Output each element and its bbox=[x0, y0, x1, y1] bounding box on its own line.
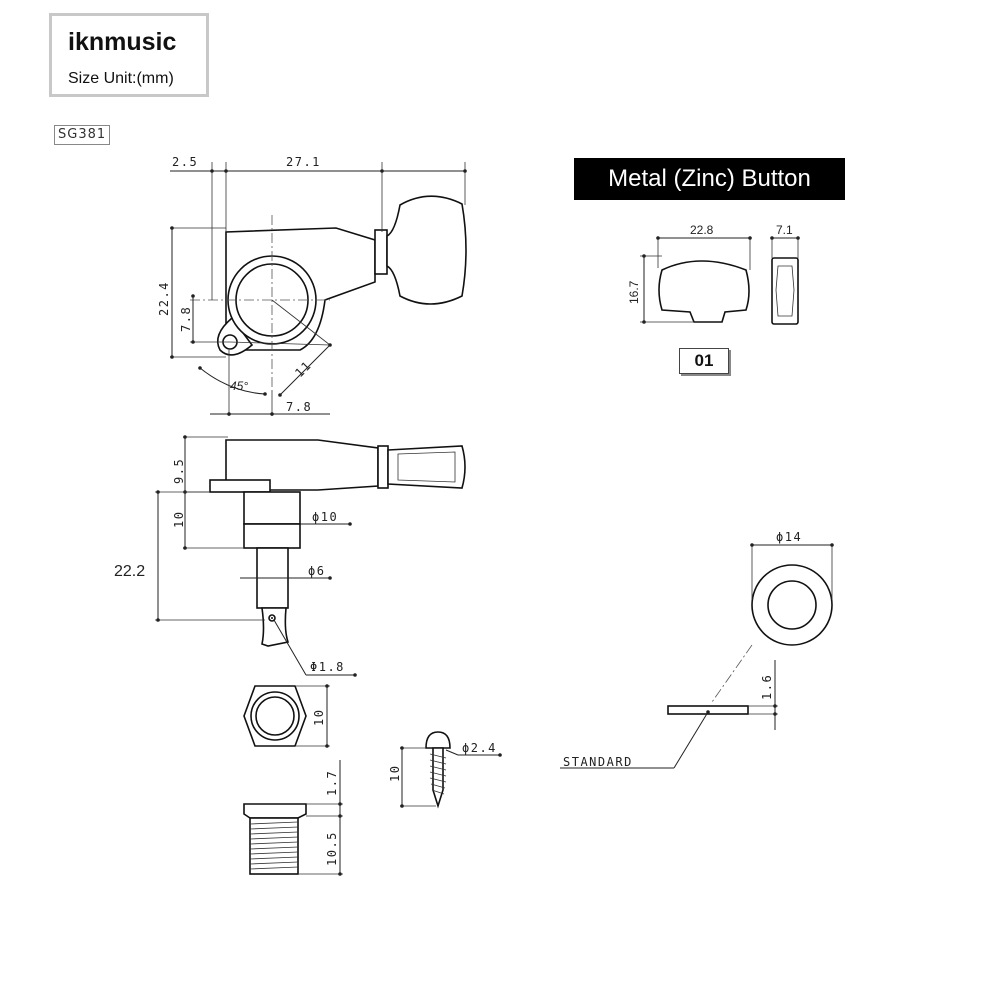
hex-nut-top-view: 10 bbox=[243, 684, 330, 748]
dim-screw-length: 10 bbox=[388, 765, 402, 782]
dim-bottom-offset: 7.8 bbox=[286, 400, 312, 414]
hex-nut-side-view: 1.7 10.5 bbox=[243, 760, 343, 876]
dim-shaft-diameter: ϕ6 bbox=[308, 564, 325, 578]
model-label: SG381 bbox=[54, 125, 111, 145]
dim-side-height: 9.5 bbox=[172, 458, 186, 484]
metal-button-front: 22.8 16.7 bbox=[627, 223, 752, 324]
dim-nut-thread: 10.5 bbox=[325, 831, 339, 866]
washer-standard-label: STANDARD bbox=[563, 755, 633, 769]
dim-nut-flange: 1.7 bbox=[325, 770, 339, 796]
button-option-label: 01 bbox=[679, 348, 729, 374]
washer-side-view: 1.6 STANDARD bbox=[560, 644, 778, 769]
side-view-dimensions: 9.5 10 22.2 ϕ10 ϕ6 Φ1.8 bbox=[114, 435, 357, 677]
dim-button-height: 16.7 bbox=[627, 280, 641, 304]
tuner-top-view bbox=[190, 195, 467, 390]
dim-bushing-height: 10 bbox=[172, 511, 186, 528]
size-unit: Size Unit:(mm) bbox=[68, 70, 174, 87]
dim-hole-diameter: Φ1.8 bbox=[310, 660, 345, 674]
screw-view: 10 ϕ2.4 bbox=[388, 731, 502, 809]
dim-post-diameter: ϕ10 bbox=[312, 510, 338, 524]
brand-box: iknmusic Size Unit:(mm) bbox=[49, 13, 209, 97]
dim-angle: 45° bbox=[230, 379, 248, 393]
tuner-side-view bbox=[209, 439, 466, 647]
dim-body-height: 22.4 bbox=[157, 281, 171, 316]
button-title: Metal (Zinc) Button bbox=[574, 158, 845, 200]
dim-top-offset: 2.5 bbox=[172, 155, 198, 169]
dim-nut-width: 10 bbox=[312, 709, 326, 726]
dim-hole-offset: 7.8 bbox=[179, 306, 193, 332]
dim-total-length: 27.1 bbox=[286, 155, 321, 169]
dim-button-width: 22.8 bbox=[690, 223, 714, 237]
washer-top-view: ϕ14 bbox=[750, 530, 834, 646]
brand-name: iknmusic bbox=[68, 28, 177, 56]
dim-diag: 11 bbox=[292, 358, 314, 380]
top-view-dimensions: 2.5 27.1 22.4 7.8 45° 11 7.8 bbox=[157, 155, 467, 416]
dim-button-thickness: 7.1 bbox=[776, 223, 793, 237]
metal-button-side: 7.1 bbox=[770, 223, 800, 325]
dim-washer-thickness: 1.6 bbox=[760, 674, 774, 700]
dim-washer-diameter: ϕ14 bbox=[776, 530, 802, 544]
dim-shaft-length: 22.2 bbox=[114, 563, 145, 580]
dim-screw-diameter: ϕ2.4 bbox=[462, 741, 497, 755]
